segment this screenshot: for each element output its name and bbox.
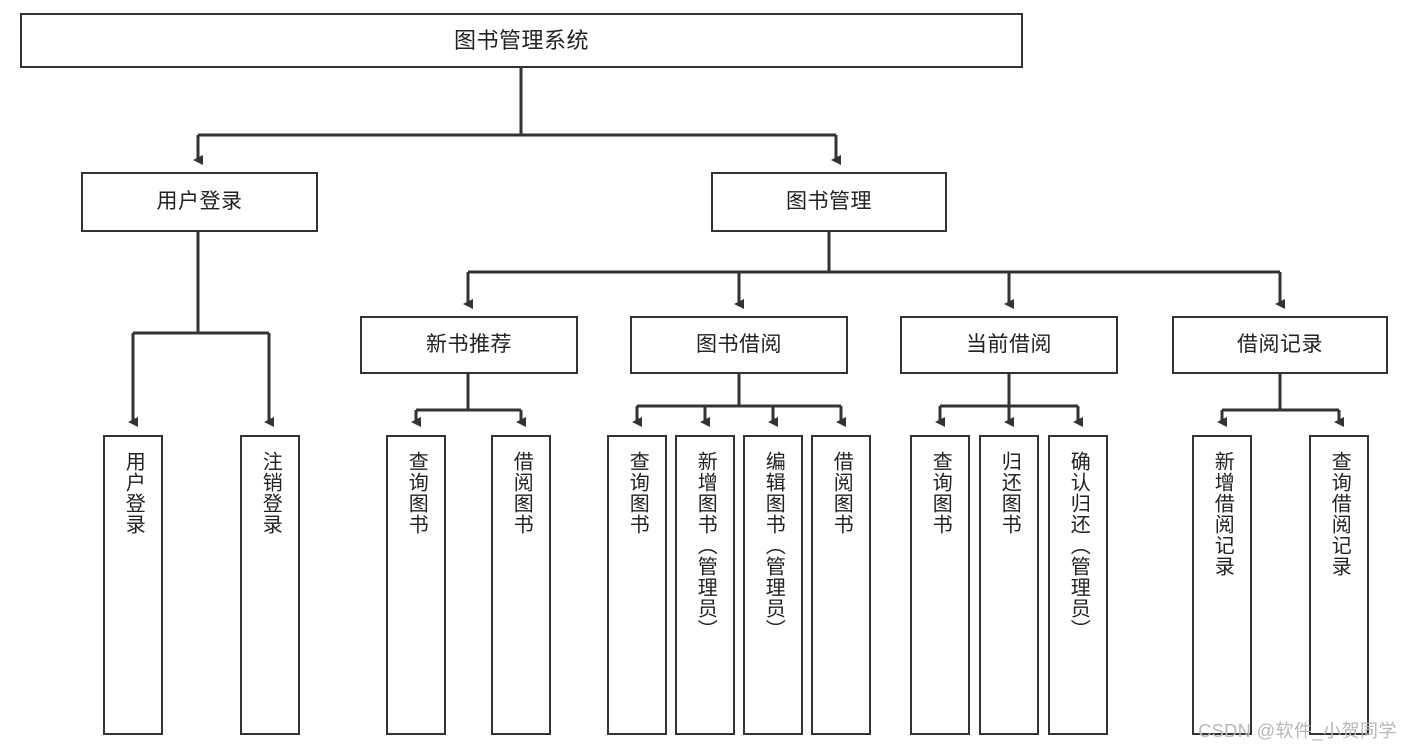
node-label: 新增借阅记录 [1211,451,1234,577]
node-label: 用户登录 [156,189,243,213]
node-label: 当前借阅 [966,332,1052,356]
leaf-add-book[interactable]: 新增图书（管理员） [675,435,735,735]
node-label: 编辑图书（管理员） [762,451,785,640]
node-label: 归还图书 [998,451,1021,535]
leaf-query-book-recommend[interactable]: 查询图书 [386,435,446,735]
node-root-system[interactable]: 图书管理系统 [20,13,1023,68]
leaf-user-login[interactable]: 用户登录 [103,435,163,735]
leaf-borrow-book[interactable]: 借阅图书 [811,435,871,735]
node-label: 新增图书（管理员） [694,451,717,640]
watermark-text: CSDN @软件_小贺同学 [1198,721,1397,741]
node-book-management[interactable]: 图书管理 [711,172,947,232]
node-label: 图书借阅 [696,332,782,356]
leaf-logout[interactable]: 注销登录 [240,435,300,735]
node-label: 确认归还（管理员） [1067,451,1090,640]
node-label: 查询借阅记录 [1328,451,1351,577]
leaf-query-borrow-record[interactable]: 查询借阅记录 [1309,435,1369,735]
leaf-borrow-book-recommend[interactable]: 借阅图书 [491,435,551,735]
leaf-confirm-return[interactable]: 确认归还（管理员） [1048,435,1108,735]
leaf-query-book-current[interactable]: 查询图书 [910,435,970,735]
node-label: 借阅图书 [830,451,853,535]
node-label: 借阅图书 [510,451,533,535]
node-new-book-recommend[interactable]: 新书推荐 [360,316,578,374]
node-label: 图书管理 [786,189,872,213]
node-label: 新书推荐 [426,332,512,356]
node-label: 图书管理系统 [453,27,589,53]
node-label: 用户登录 [122,451,145,535]
leaf-add-borrow-record[interactable]: 新增借阅记录 [1192,435,1252,735]
leaf-query-book-borrow[interactable]: 查询图书 [607,435,667,735]
node-borrow-record[interactable]: 借阅记录 [1172,316,1388,374]
node-current-borrow[interactable]: 当前借阅 [900,316,1118,374]
node-label: 查询图书 [929,451,952,535]
node-label: 注销登录 [259,451,282,535]
node-book-borrow[interactable]: 图书借阅 [630,316,848,374]
node-label: 查询图书 [626,451,649,535]
leaf-edit-book[interactable]: 编辑图书（管理员） [743,435,803,735]
node-label: 借阅记录 [1237,332,1323,356]
node-user-login[interactable]: 用户登录 [81,172,318,232]
node-label: 查询图书 [405,451,428,535]
leaf-return-book[interactable]: 归还图书 [979,435,1039,735]
